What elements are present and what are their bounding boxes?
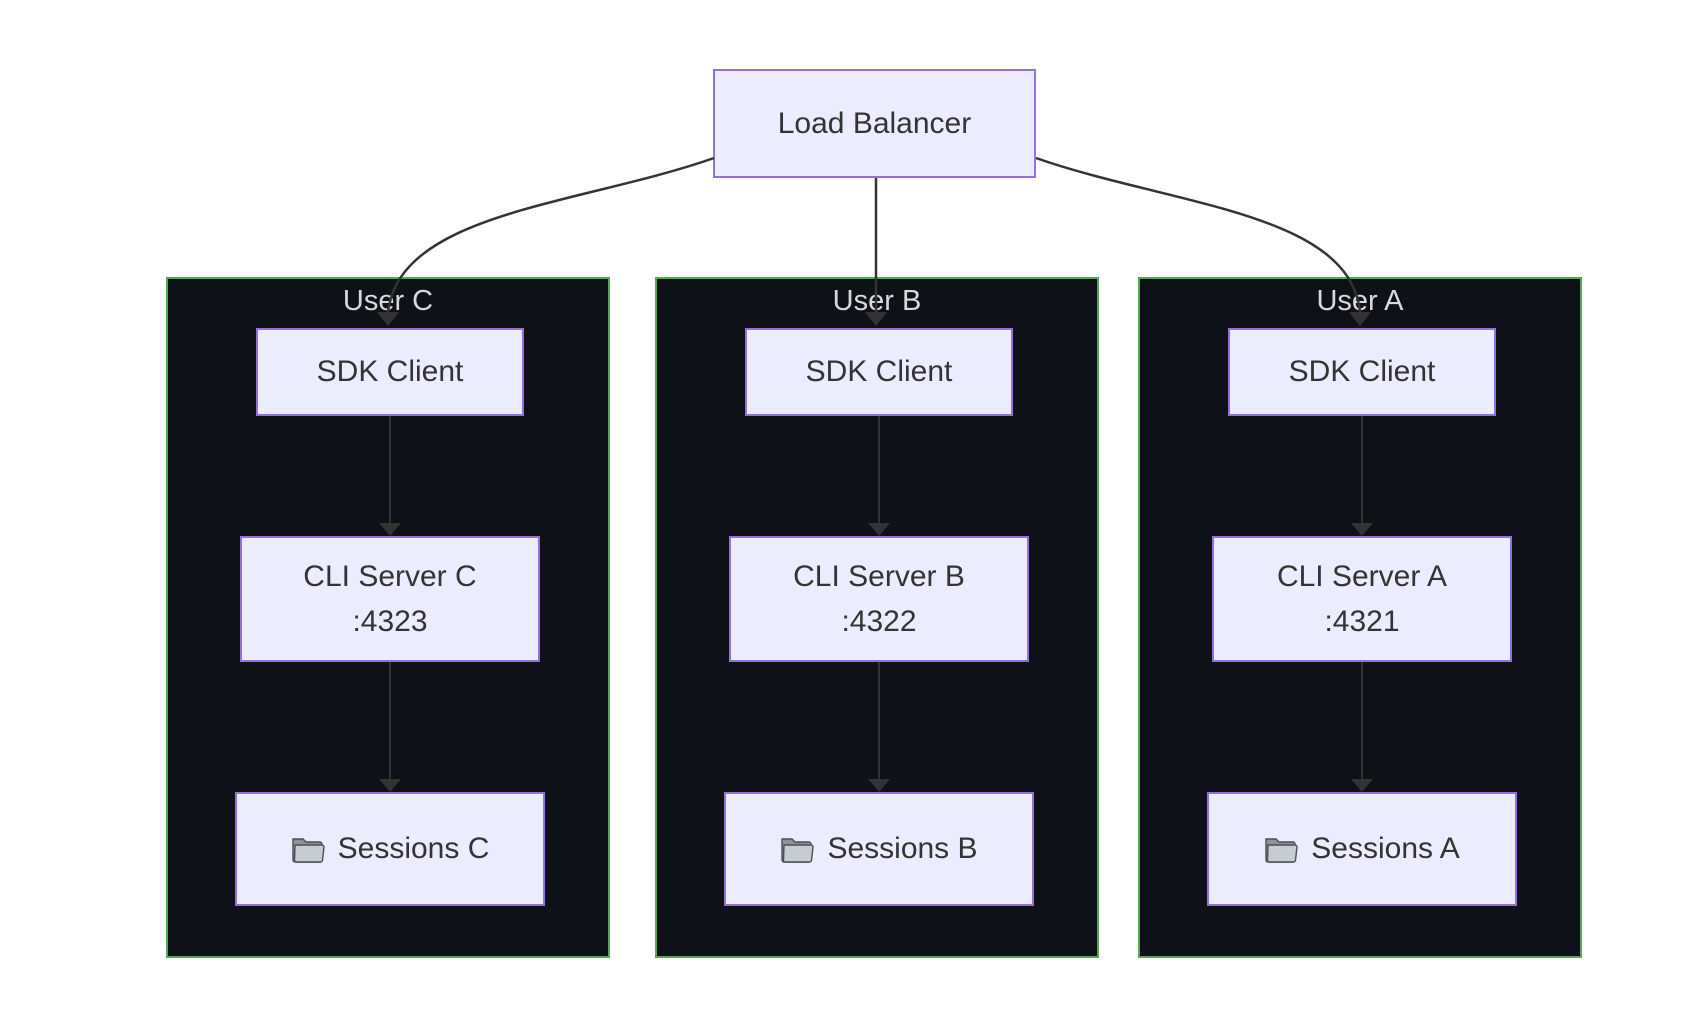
node-cli-server-a: CLI Server A :4321 [1212, 536, 1512, 662]
cli-server-port: :4321 [1324, 605, 1400, 638]
arrow-cli-to-sessions [877, 662, 881, 780]
cli-server-name: CLI Server A [1276, 560, 1448, 593]
arrow-cli-to-sessions [388, 662, 392, 780]
arrowhead-sdk-to-cli [868, 523, 890, 536]
node-sdk-client-a: SDK Client [1228, 328, 1496, 416]
cli-server-port: :4323 [352, 605, 428, 638]
group-title: User B [832, 285, 922, 317]
arrowhead-cli-to-sessions [868, 779, 890, 792]
sessions-label: Sessions A [1311, 832, 1460, 865]
cli-server-port: :4322 [841, 605, 917, 638]
arrow-sdk-to-cli [1360, 416, 1364, 524]
arrowhead-cli-to-sessions [1351, 779, 1373, 792]
arrowhead-sdk-to-cli [379, 523, 401, 536]
node-load-balancer: Load Balancer [713, 69, 1036, 178]
cli-server-name: CLI Server C [303, 560, 477, 593]
arrow-sdk-to-cli [877, 416, 881, 524]
node-cli-server-b: CLI Server B :4322 [729, 536, 1029, 662]
arrowhead-sdk-to-cli [1351, 523, 1373, 536]
group-user-c: User C SDK Client CLI Server C :4323 Ses… [166, 277, 610, 958]
folder-icon [291, 837, 325, 863]
sessions-label: Sessions B [827, 832, 978, 865]
node-sessions-b: Sessions B [724, 792, 1034, 906]
node-sessions-a: Sessions A [1207, 792, 1517, 906]
arrow-cli-to-sessions [1360, 662, 1364, 780]
folder-icon [1265, 837, 1298, 863]
arrowhead-cli-to-sessions [379, 779, 401, 792]
folder-icon [781, 837, 815, 863]
cli-server-name: CLI Server B [793, 560, 965, 593]
sdk-client-label: SDK Client [805, 355, 953, 388]
group-user-b: User B SDK Client CLI Server B :4322 Ses… [655, 277, 1099, 958]
group-user-a: User A SDK Client CLI Server A :4321 Ses… [1138, 277, 1582, 958]
node-sdk-client-c: SDK Client [256, 328, 524, 416]
sdk-client-label: SDK Client [1288, 355, 1436, 388]
node-sdk-client-b: SDK Client [745, 328, 1013, 416]
load-balancer-label: Load Balancer [777, 106, 972, 140]
arrow-sdk-to-cli [388, 416, 392, 524]
node-sessions-c: Sessions C [235, 792, 545, 906]
group-title: User A [1316, 285, 1404, 317]
sdk-client-label: SDK Client [316, 355, 464, 388]
sessions-label: Sessions C [337, 832, 490, 865]
group-title: User C [342, 285, 434, 317]
node-cli-server-c: CLI Server C :4323 [240, 536, 540, 662]
